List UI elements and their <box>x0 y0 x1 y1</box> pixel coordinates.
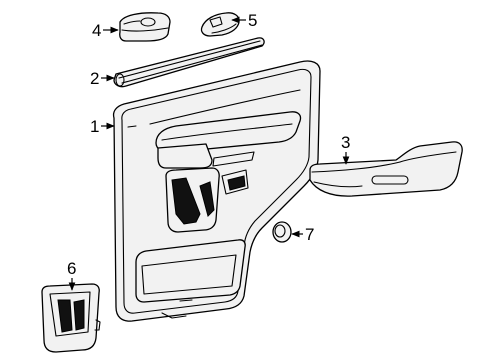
part-1-door-trim-panel <box>112 60 321 322</box>
callout-6-label: 6 <box>67 259 76 278</box>
callout-5-label: 5 <box>248 11 257 30</box>
part-6-cupholder <box>41 283 101 353</box>
callout-4-label: 4 <box>92 21 101 40</box>
callout-6: 6 <box>67 259 76 291</box>
callout-3: 3 <box>341 133 350 165</box>
part-7-plug <box>272 221 292 243</box>
callout-5: 5 <box>231 11 257 30</box>
callout-1: 1 <box>90 117 115 136</box>
callout-2: 2 <box>90 69 115 88</box>
callout-3-label: 3 <box>341 133 350 152</box>
part-5-switch-panel <box>200 12 240 37</box>
part-3-armrest <box>309 141 463 197</box>
part-4-armrest-cap <box>119 12 171 42</box>
callout-7: 7 <box>291 225 314 244</box>
callout-2-label: 2 <box>90 69 99 88</box>
part-2-weatherstrip <box>113 37 265 88</box>
callout-4: 4 <box>92 21 119 40</box>
callout-7-label: 7 <box>305 225 314 244</box>
callout-1-label: 1 <box>90 117 99 136</box>
